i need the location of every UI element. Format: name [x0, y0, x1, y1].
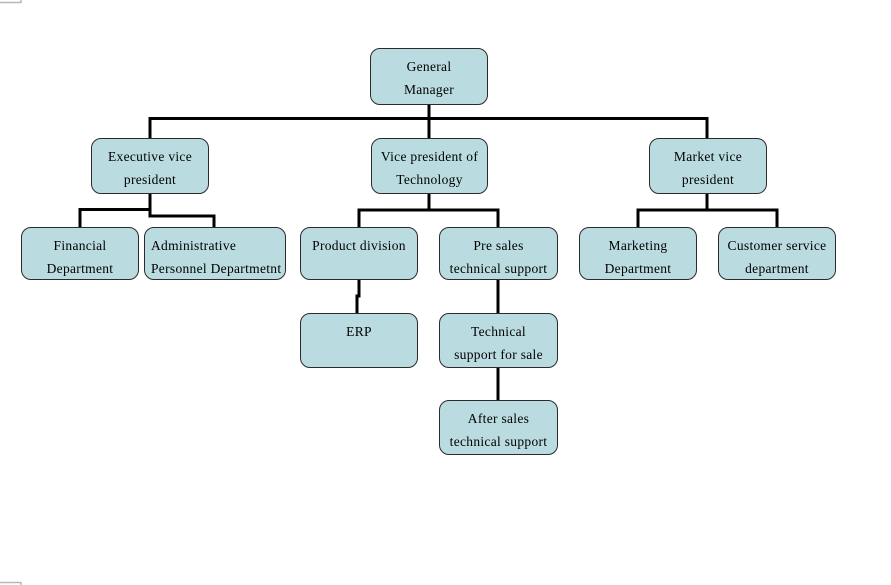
node-label: Pre sales	[473, 238, 524, 253]
node-label: Administrative	[151, 238, 237, 253]
org-node-marketing-dept[interactable]: Marketing Department	[579, 227, 697, 280]
node-label: Personnel Departmetnt	[151, 261, 282, 276]
node-label: Manager	[403, 82, 455, 97]
org-node-market-vp[interactable]: Market vice president	[649, 138, 767, 194]
node-label: ERP	[346, 324, 372, 339]
org-node-general-manager[interactable]: General Manager	[370, 48, 488, 105]
node-label: After sales	[467, 411, 530, 426]
node-label: president	[123, 172, 177, 187]
node-label: Department	[46, 261, 114, 276]
node-label: technical support	[449, 261, 548, 276]
node-label: Market vice	[673, 149, 743, 164]
org-node-tech-support-sale[interactable]: Technical support for sale	[439, 313, 558, 368]
org-node-executive-vp[interactable]: Executive vice president	[91, 138, 209, 194]
org-node-pre-sales-support[interactable]: Pre sales technical support	[439, 227, 558, 280]
org-node-admin-personnel-dept[interactable]: Administrative Personnel Departmetnt	[144, 227, 286, 280]
node-label: Customer service	[727, 238, 827, 253]
org-node-financial-dept[interactable]: Financial Department	[21, 227, 139, 280]
node-label: Marketing	[608, 238, 668, 253]
org-node-after-sales-support[interactable]: After sales technical support	[439, 400, 558, 455]
node-label: Technical	[471, 324, 526, 339]
org-connectors	[78, 105, 779, 401]
node-label: president	[681, 172, 735, 187]
node-label: Technology	[396, 172, 463, 187]
page-boundary-marks	[0, 0, 22, 585]
org-node-vp-technology[interactable]: Vice president of Technology	[371, 138, 488, 194]
node-label: technical support	[449, 434, 548, 449]
node-label: Executive vice	[107, 149, 193, 164]
org-node-customer-service-dept[interactable]: Customer service department	[718, 227, 836, 280]
node-label: General	[406, 59, 452, 74]
node-label: support for sale	[454, 347, 543, 362]
node-label: Department	[604, 261, 672, 276]
node-label: department	[745, 261, 809, 276]
node-label: Product division	[312, 238, 406, 253]
node-label: Financial	[53, 238, 107, 253]
org-node-product-division[interactable]: Product division	[300, 227, 418, 280]
org-node-erp[interactable]: ERP	[300, 313, 418, 368]
node-label: Vice president of	[380, 149, 479, 164]
